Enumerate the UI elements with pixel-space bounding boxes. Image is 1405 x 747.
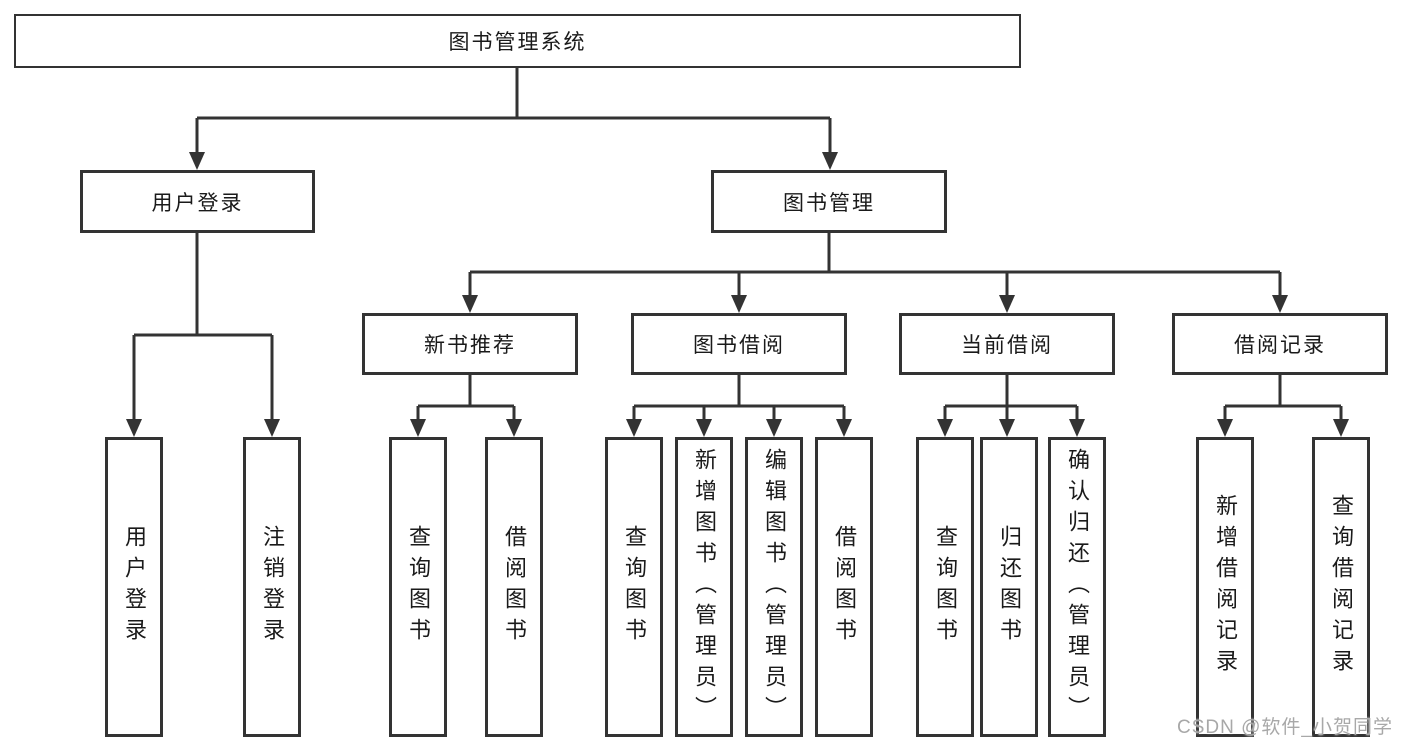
node-user-login: 用户登录 [80,170,315,233]
csdn-watermark: CSDN @软件_小贺同学 [1177,717,1393,738]
leaf-borrow-query-books: 查询图书 [605,437,663,737]
leaf-records-add-record: 新增借阅记录 [1196,437,1254,737]
leaf-borrow-edit-books-admin: 编辑图书（管理员） [745,437,803,737]
leaf-records-query-record: 查询借阅记录 [1312,437,1370,737]
arrowhead-icons [126,152,1349,437]
node-book-management-system: 图书管理系统 [14,14,1021,68]
node-borrowing-records: 借阅记录 [1172,313,1388,375]
leaf-newbook-borrow-books: 借阅图书 [485,437,543,737]
leaf-current-confirm-return-admin: 确认归还（管理员） [1048,437,1106,737]
leaf-newbook-query-books: 查询图书 [389,437,447,737]
node-new-book-recommendation: 新书推荐 [362,313,578,375]
leaf-logout: 注销登录 [243,437,301,737]
leaf-user-login: 用户登录 [105,437,163,737]
node-book-borrowing: 图书借阅 [631,313,847,375]
node-current-borrowing: 当前借阅 [899,313,1115,375]
node-book-management: 图书管理 [711,170,947,233]
leaf-current-query-books: 查询图书 [916,437,974,737]
leaf-borrow-add-books-admin: 新增图书（管理员） [675,437,733,737]
leaf-borrow-borrow-books: 借阅图书 [815,437,873,737]
leaf-current-return-books: 归还图书 [980,437,1038,737]
